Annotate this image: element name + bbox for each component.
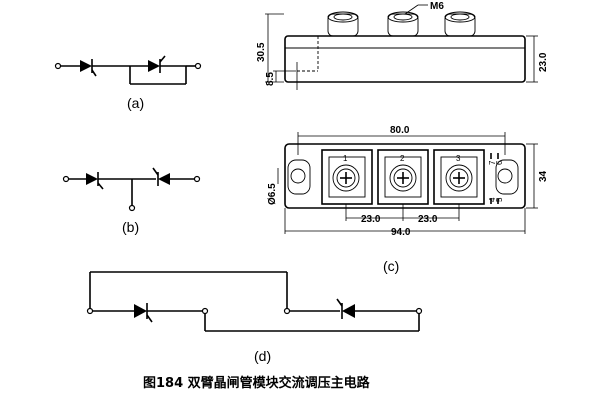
- gate-pins: 7 6 4 5: [488, 153, 504, 204]
- label-a: (a): [127, 95, 144, 111]
- dim-pitch-1: 23.0: [361, 214, 381, 225]
- thread-label: M6: [430, 1, 444, 12]
- terminal-1-number: 1: [343, 154, 348, 163]
- label-b: (b): [122, 219, 139, 235]
- module-top-view: 80.0 1: [267, 125, 549, 238]
- dim-mount-spacing: 80.0: [390, 125, 410, 136]
- terminal-3: 3: [433, 149, 485, 205]
- dim-hole-diameter: Ø6.5: [267, 183, 278, 205]
- terminal-1: 1: [321, 149, 373, 205]
- terminal-2: 2: [377, 149, 429, 205]
- dim-pitch-2: 23.0: [418, 214, 438, 225]
- label-c: (c): [383, 258, 399, 274]
- label-d: (d): [254, 348, 271, 364]
- dim-height-body: 23.0: [538, 52, 549, 72]
- svg-text:6: 6: [495, 160, 504, 165]
- circuit-d: (d): [86, 271, 423, 364]
- terminal-2-number: 2: [400, 154, 405, 163]
- module-side-view: M6 30.5 8.5 23.0: [256, 1, 549, 90]
- dim-width: 34: [538, 170, 549, 182]
- svg-text:5: 5: [495, 197, 504, 202]
- svg-text:7: 7: [488, 160, 497, 165]
- dim-height-base: 8.5: [265, 72, 276, 86]
- circuit-b: (b): [62, 167, 201, 235]
- module-drawing: M6 30.5 8.5 23.0 80.0: [256, 1, 549, 274]
- circuit-a: (a): [54, 55, 202, 111]
- svg-text:4: 4: [488, 197, 497, 202]
- terminal-3-number: 3: [456, 154, 461, 163]
- dim-length: 94.0: [391, 227, 411, 238]
- dim-height-total: 30.5: [256, 42, 267, 62]
- figure-caption: 图184 双臂晶闸管模块交流调压主电路: [143, 375, 371, 391]
